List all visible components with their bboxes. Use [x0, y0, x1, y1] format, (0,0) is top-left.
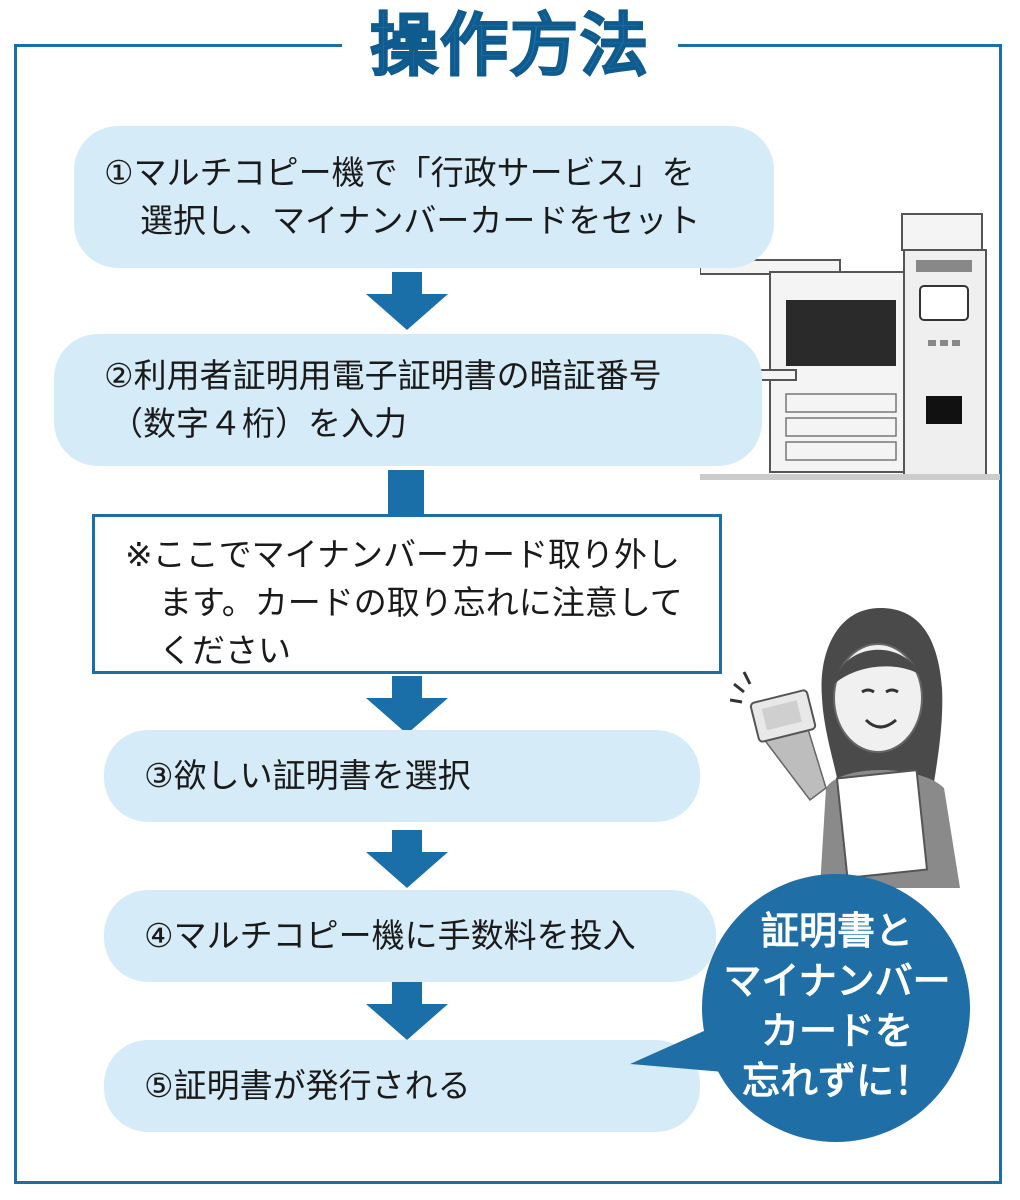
connector-bar — [388, 470, 424, 516]
callout-text: 証明書と マイナンバー カードを 忘れずに！ — [722, 906, 952, 1106]
note-line-2: ます。カードの取り忘れに注意して — [159, 583, 683, 622]
down-arrow-4 — [366, 982, 448, 1040]
callout-bubble — [630, 874, 970, 1142]
page-title: 操作方法 — [341, 2, 678, 92]
step-2-line-2: （数字４桁）を入力 — [110, 404, 407, 443]
step-2-line-1: ②利用者証明用電子証明書の暗証番号 — [104, 356, 662, 395]
step-2: ②利用者証明用電子証明書の暗証番号 （数字４桁）を入力 — [54, 334, 762, 466]
callout-line-2: マイナンバー — [723, 959, 951, 1003]
down-arrow-3 — [366, 830, 448, 888]
copier-machine-illustration — [700, 213, 1000, 480]
step-4: ④マルチコピー機に手数料を投入 — [104, 890, 716, 982]
note-line-3: ください — [159, 631, 291, 670]
step-1: ①マルチコピー機で「行政サービス」を 選択し、マイナンバーカードをセット — [74, 126, 774, 268]
callout-line-3: カードを — [760, 1009, 913, 1053]
woman-holding-card-illustration — [730, 608, 960, 888]
down-arrow-1 — [366, 272, 448, 330]
caution-note: ※ここでマイナンバーカード取り外し ます。カードの取り忘れに注意して ください — [92, 514, 722, 674]
step-5: ⑤証明書が発行される — [104, 1040, 700, 1132]
step-1-line-1: ①マルチコピー機で「行政サービス」を — [104, 153, 695, 192]
step-1-line-2: 選択し、マイナンバーカードをセット — [140, 201, 701, 240]
step-3-line-1: ③欲しい証明書を選択 — [144, 756, 471, 795]
callout-line-1: 証明書と — [760, 909, 913, 953]
title-wrap: 操作方法 — [0, 0, 1020, 96]
step-4-line-1: ④マルチコピー機に手数料を投入 — [144, 916, 636, 955]
note-line-1: ※ここでマイナンバーカード取り外し — [125, 535, 680, 574]
down-arrow-2 — [366, 676, 448, 734]
step-3: ③欲しい証明書を選択 — [104, 730, 700, 822]
callout-line-4: 忘れずに！ — [741, 1059, 932, 1103]
step-5-line-1: ⑤証明書が発行される — [144, 1066, 471, 1105]
